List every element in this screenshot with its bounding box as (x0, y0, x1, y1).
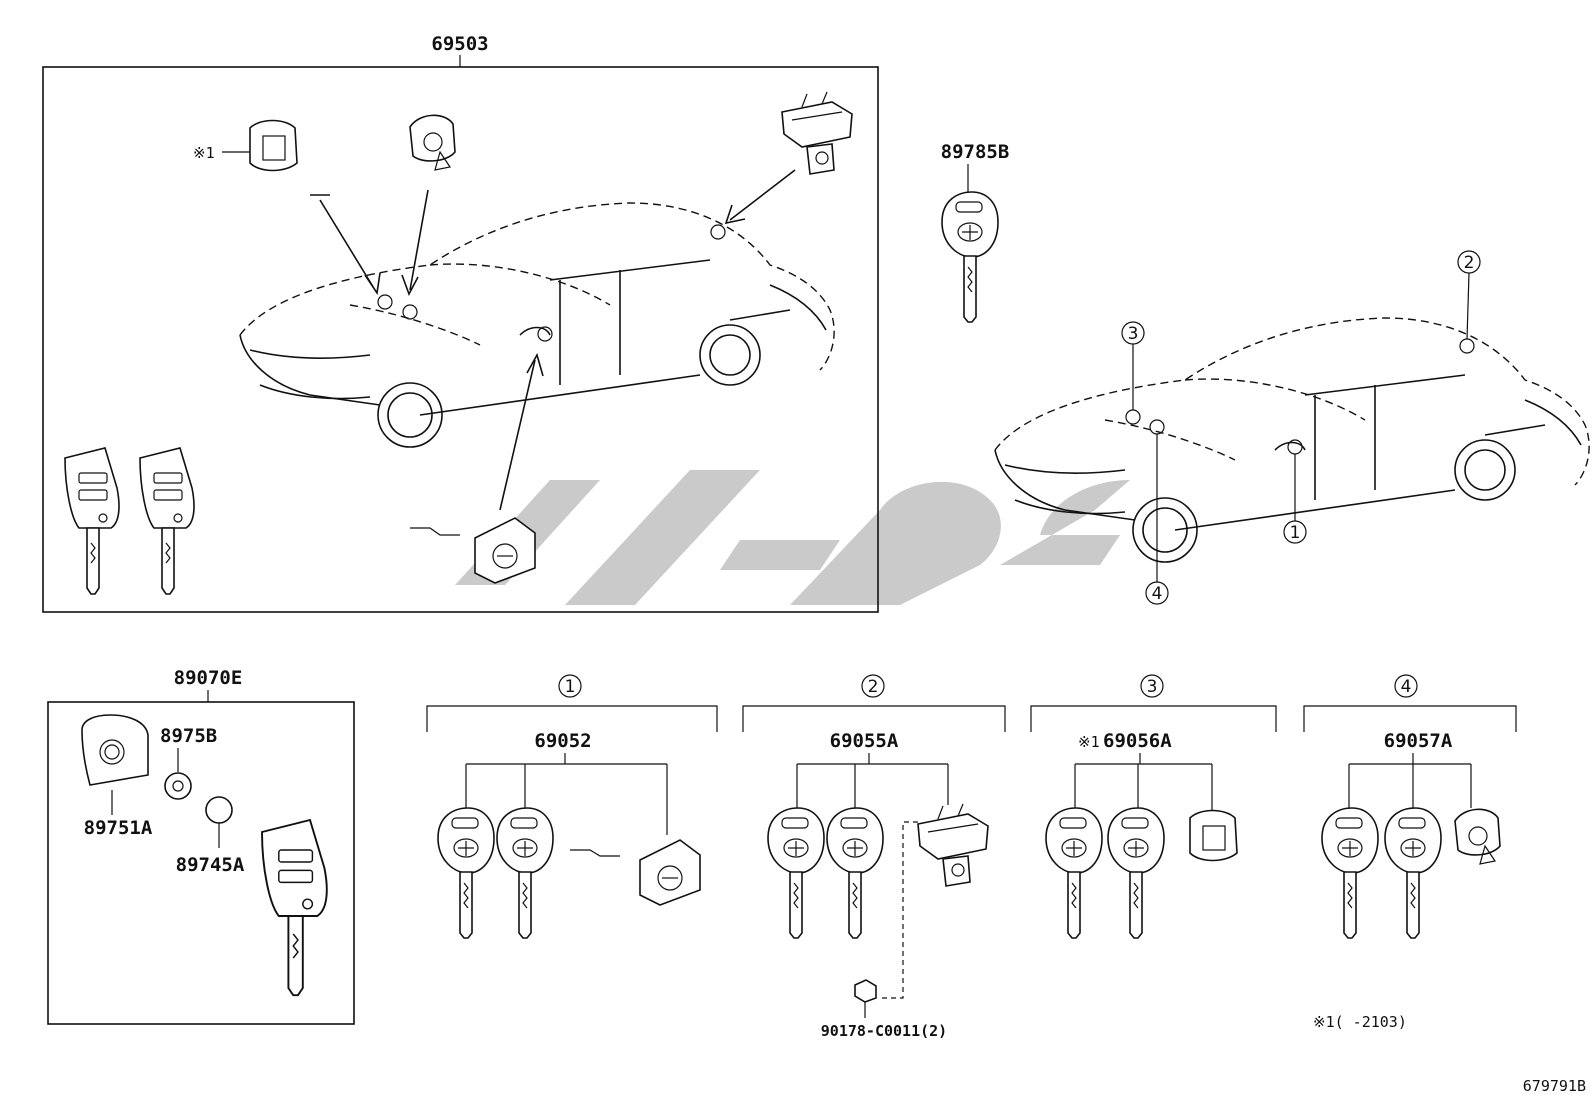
remote-case-half (81, 714, 149, 786)
footnote-1: ※1( -2103) (1313, 1013, 1407, 1031)
trunk-lock-cylinder (781, 91, 853, 175)
leader-group-2 (796, 753, 949, 810)
key-1a (437, 807, 495, 939)
arrow-glove-box-lock (310, 194, 381, 296)
label-89745A: 89745A (176, 854, 245, 876)
arrow-trunk-lock (724, 169, 796, 225)
leader-group-1 (465, 753, 668, 835)
bolt-leader (878, 821, 918, 999)
svg-text:3: 3 (1128, 324, 1139, 344)
remote-key-fob-assembly (261, 819, 328, 997)
label-89751A: 89751A (84, 817, 153, 839)
remote-key-fob (64, 447, 120, 595)
svg-text:※1: ※1 (193, 144, 215, 162)
key-4b (1384, 807, 1442, 939)
key-2a (767, 807, 825, 939)
battery-cell (205, 796, 233, 824)
label-89785B: 89785B (941, 141, 1010, 163)
kit-box-89070E (47, 701, 355, 1025)
label-69052: 69052 (534, 730, 591, 752)
location-dot (1459, 338, 1475, 354)
label-90178-C0011: 90178-C0011(2) (821, 1022, 947, 1040)
label-69057A: 69057A (1384, 730, 1453, 752)
glove-box-lock-cylinder (249, 119, 298, 172)
bolt (854, 979, 877, 1003)
key-4a (1321, 807, 1379, 939)
leader-group-4 (1348, 753, 1472, 810)
location-dot (1125, 409, 1141, 425)
ignition-lock-cylinder-4 (1454, 808, 1501, 865)
group-4-bracket: 4 (1303, 674, 1517, 732)
location-dot (377, 294, 393, 310)
door-lock-cylinder-1 (570, 839, 701, 906)
callout-3-car: 3 (1121, 321, 1145, 410)
glove-box-lock-cylinder-3 (1189, 809, 1238, 862)
key-2b (826, 807, 884, 939)
label-89070E: 89070E (174, 667, 243, 689)
car-illustration-main (239, 202, 835, 448)
label-69056A: ※1 69056A (1078, 730, 1172, 752)
label-69503: 69503 (431, 33, 488, 55)
svg-text:1: 1 (1290, 523, 1301, 543)
group-1-bracket: 1 (426, 674, 718, 732)
kit-box-69503 (42, 66, 879, 613)
location-dot (402, 304, 418, 320)
callout-4-car: 4 (1145, 434, 1169, 605)
group-2-bracket: 2 (742, 674, 1006, 732)
arrow-ignition-lock (401, 189, 429, 296)
leader-group-3 (1074, 753, 1213, 810)
svg-text:※1: ※1 (1078, 733, 1100, 751)
svg-text:4: 4 (1152, 584, 1163, 604)
svg-text:3: 3 (1147, 677, 1158, 697)
svg-text:69056A: 69056A (1103, 730, 1172, 752)
trunk-lock-cylinder-2 (917, 803, 989, 887)
remote-key-fob (139, 447, 195, 595)
key-1b (496, 807, 554, 939)
label-8975B: 8975B (160, 725, 217, 747)
note-mark-1: ※1 (193, 144, 250, 162)
button-cap (164, 772, 192, 800)
label-69055A: 69055A (830, 730, 899, 752)
key-3a (1045, 807, 1103, 939)
ignition-lock-cylinder (409, 114, 456, 171)
arrow-door-lock (499, 352, 544, 511)
watermark-logo (455, 470, 1130, 605)
master-key (941, 191, 999, 323)
svg-text:1: 1 (565, 677, 576, 697)
location-dot (710, 224, 726, 240)
key-3b (1107, 807, 1165, 939)
svg-text:2: 2 (868, 677, 879, 697)
location-dot (537, 326, 553, 342)
svg-text:4: 4 (1401, 677, 1412, 697)
svg-text:2: 2 (1464, 253, 1475, 273)
callout-2-car: 2 (1457, 250, 1481, 340)
callout-1-car: 1 (1283, 454, 1307, 544)
figure-id: 679791B (1523, 1077, 1586, 1095)
group-3-bracket: 3 (1030, 674, 1277, 732)
door-lock-cylinder (410, 517, 536, 584)
